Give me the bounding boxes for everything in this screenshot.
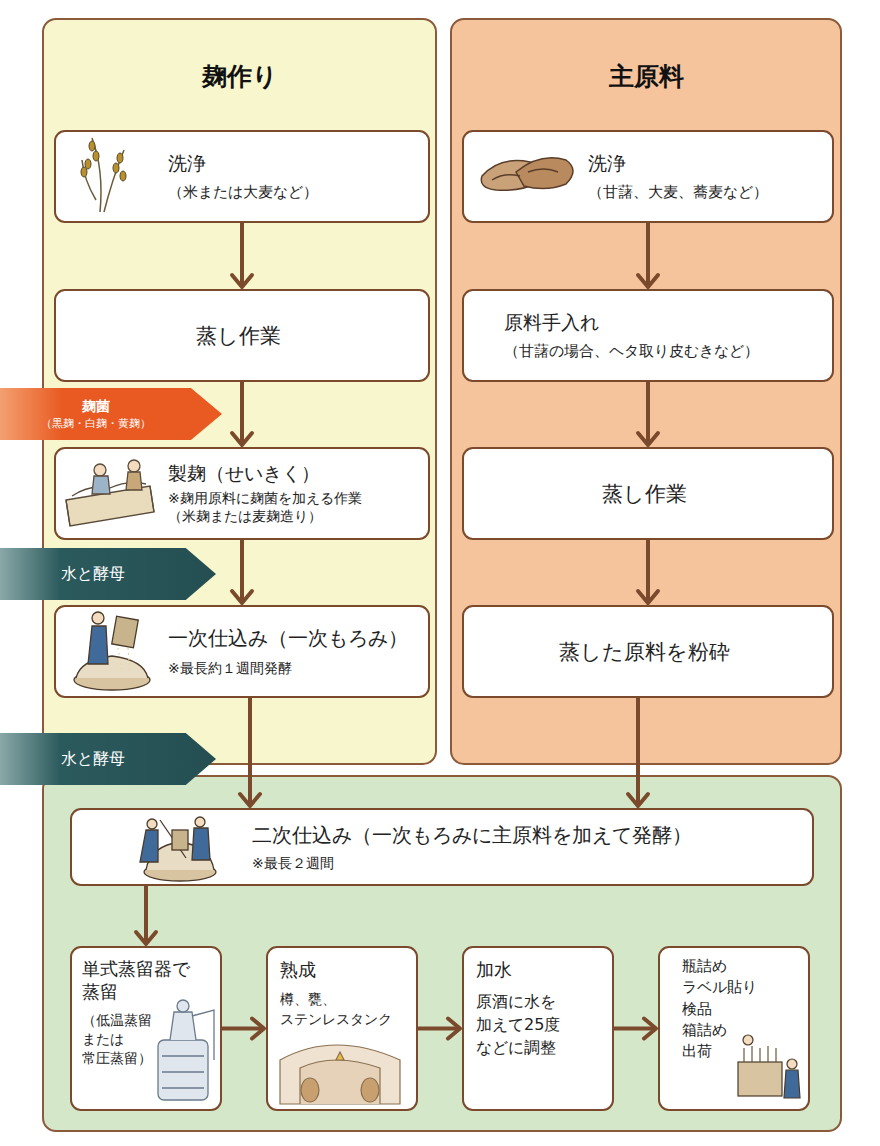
arrow-head bbox=[240, 794, 260, 806]
moromi-worker bbox=[74, 612, 150, 690]
arrow-head bbox=[232, 275, 252, 287]
step-note: （低温蒸留 または 常圧蒸留） bbox=[82, 1011, 158, 1068]
flow-line bbox=[646, 382, 650, 445]
flow-line bbox=[248, 698, 252, 806]
flow-line bbox=[614, 1027, 656, 1031]
process-box: 原料手入れ （甘藷の場合、ヘタ取り皮むきなど） bbox=[462, 289, 834, 382]
sweet-potatoes bbox=[481, 158, 573, 191]
flow-arrow bbox=[232, 382, 252, 445]
flow-arrow bbox=[638, 382, 658, 445]
process-box: 蒸した原料を粉砕 bbox=[462, 605, 834, 698]
arrow-head bbox=[638, 433, 658, 445]
flow-arrow bbox=[240, 698, 260, 806]
arrow-head bbox=[644, 1019, 656, 1039]
step-note: 樽、甕、 ステンレスタンク bbox=[280, 990, 408, 1029]
pot-still bbox=[158, 1000, 214, 1100]
flow-arrow bbox=[628, 698, 648, 806]
step-note: ※最長２週間 bbox=[252, 855, 334, 873]
process-box: 一次仕込み（一次もろみ） ※最長約１週間発酵 bbox=[54, 605, 430, 698]
second-moromi-workers bbox=[140, 817, 216, 881]
step-label: 一次仕込み（一次もろみ） bbox=[168, 625, 408, 652]
arrow-head bbox=[638, 275, 658, 287]
step-label: 水と酵母 bbox=[61, 564, 125, 585]
step-label: 洗浄 bbox=[588, 151, 626, 177]
process-box: 瓶詰め ラベル貼り 検品 箱詰め 出荷 bbox=[658, 946, 810, 1111]
step-label: 単式蒸留器で蒸留 bbox=[82, 958, 194, 1003]
arrow-head bbox=[638, 591, 658, 603]
flow-arrow bbox=[222, 1019, 264, 1039]
step-note: ※最長約１週間発酵 bbox=[168, 660, 292, 678]
flow-arrow bbox=[136, 886, 156, 944]
step-label: 加水 bbox=[476, 958, 512, 982]
flow-arrow bbox=[638, 540, 658, 603]
process-box: 洗浄 （米または大麦など） bbox=[54, 130, 430, 223]
flow-line bbox=[240, 223, 244, 287]
step-note: （黒麹・白麹・黄麹） bbox=[41, 416, 151, 431]
flow-line bbox=[646, 540, 650, 603]
step-label: 瓶詰め ラベル貼り 検品 箱詰め 出荷 bbox=[682, 956, 800, 1062]
input-tag: 水と酵母 bbox=[0, 733, 216, 785]
arrow-head bbox=[448, 1019, 460, 1039]
arrow-head bbox=[252, 1019, 264, 1039]
flow-line bbox=[418, 1027, 460, 1031]
step-label: 蒸した原料を粉砕 bbox=[559, 638, 730, 666]
flow-line bbox=[222, 1027, 264, 1031]
flow-line bbox=[646, 223, 650, 287]
step-note: （米麹または麦麹造り） bbox=[168, 508, 322, 526]
flow-line bbox=[636, 698, 640, 806]
step-label: 水と酵母 bbox=[61, 749, 125, 770]
flow-arrow bbox=[638, 223, 658, 287]
step-label: 洗浄 bbox=[168, 151, 206, 177]
flow-line bbox=[144, 886, 148, 944]
rice-stalk bbox=[81, 138, 126, 212]
process-box: 二次仕込み（一次もろみに主原料を加えて発酵） ※最長２週間 bbox=[70, 808, 814, 886]
flow-arrow bbox=[418, 1019, 460, 1039]
process-box: 加水原酒に水を 加えて25度 などに調整 bbox=[462, 946, 614, 1111]
process-box: 洗浄 （甘藷、大麦、蕎麦など） bbox=[462, 130, 834, 223]
process-box: 熟成樽、甕、 ステンレスタンク bbox=[266, 946, 418, 1111]
step-note: 原酒に水を 加えて25度 などに調整 bbox=[476, 990, 604, 1060]
panel-title: 主原料 bbox=[452, 60, 840, 93]
process-box: 蒸し作業 bbox=[54, 289, 430, 382]
aging-cellar bbox=[280, 1045, 400, 1104]
process-box: 単式蒸留器で蒸留 （低温蒸留 または 常圧蒸留） bbox=[70, 946, 222, 1111]
step-note: ※麹用原料に麹菌を加える作業 bbox=[168, 490, 362, 508]
arrow-head bbox=[136, 932, 156, 944]
group-panel: 主原料洗浄 （甘藷、大麦、蕎麦など） 原料手入れ （甘藷の場合、ヘタ取り皮むきなど） 蒸… bbox=[450, 18, 842, 765]
flow-line bbox=[240, 540, 244, 603]
step-note: （米または大麦など） bbox=[168, 183, 318, 202]
step-note: （甘藷の場合、ヘタ取り皮むきなど） bbox=[504, 342, 759, 361]
arrow-head bbox=[232, 433, 252, 445]
input-tag: 麹菌（黒麹・白麹・黄麹） bbox=[0, 388, 222, 440]
step-label: 原料手入れ bbox=[504, 310, 599, 336]
step-label: 熟成 bbox=[280, 958, 316, 982]
arrow-head bbox=[232, 591, 252, 603]
bottling-workers bbox=[738, 1035, 800, 1098]
step-label: 蒸し作業 bbox=[196, 322, 281, 350]
flow-line bbox=[240, 382, 244, 445]
flow-arrow bbox=[232, 540, 252, 603]
panel-title: 麹作り bbox=[44, 60, 435, 93]
input-tag: 水と酵母 bbox=[0, 548, 216, 600]
step-note: （甘藷、大麦、蕎麦など） bbox=[588, 183, 768, 202]
koji-making-scene bbox=[66, 460, 154, 526]
arrow-head bbox=[628, 794, 648, 806]
process-box: 蒸し作業 bbox=[462, 447, 834, 540]
step-label: 蒸し作業 bbox=[602, 480, 687, 508]
flow-arrow bbox=[232, 223, 252, 287]
flow-arrow bbox=[614, 1019, 656, 1039]
step-label: 二次仕込み（一次もろみに主原料を加えて発酵） bbox=[252, 822, 692, 849]
step-label: 製麹（せいきく） bbox=[168, 461, 320, 487]
step-label: 麹菌 bbox=[82, 398, 110, 416]
process-box: 製麹（せいきく） ※麹用原料に麹菌を加える作業（米麹または麦麹造り） bbox=[54, 447, 430, 540]
